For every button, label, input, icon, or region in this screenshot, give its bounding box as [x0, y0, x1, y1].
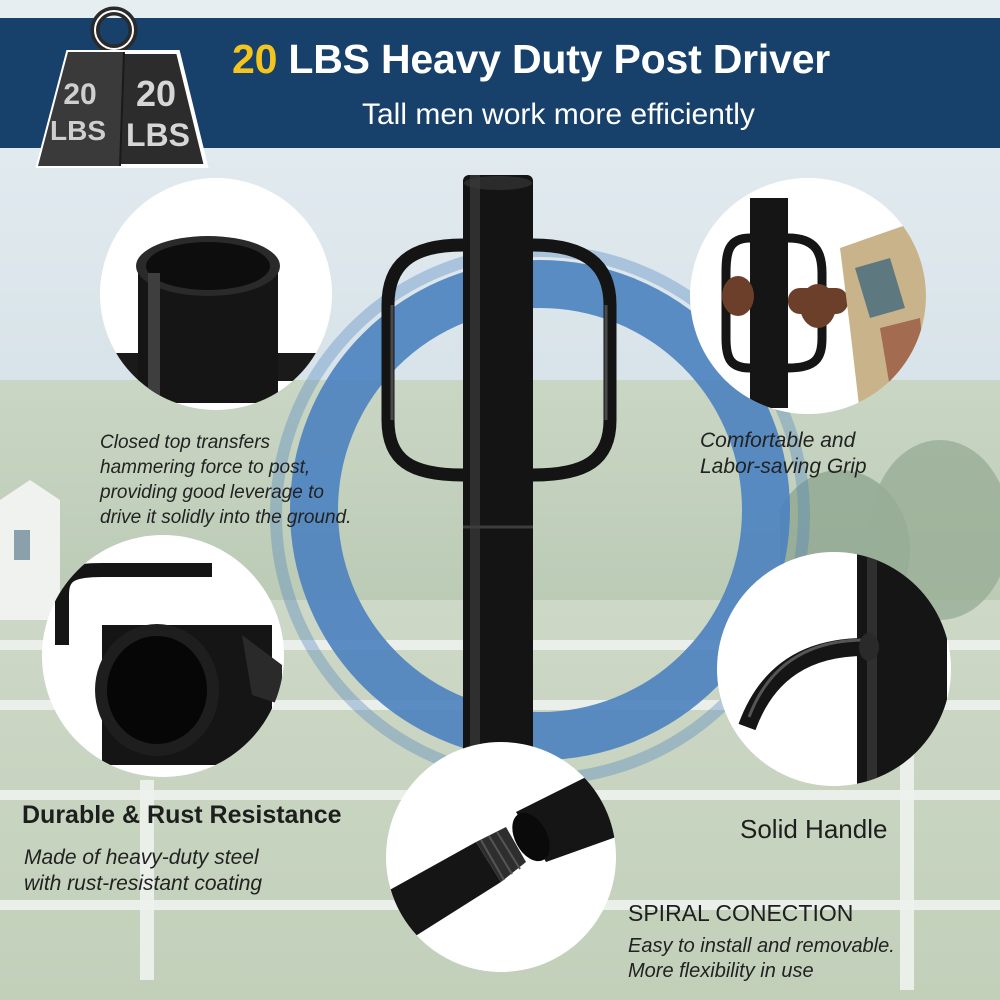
house [0, 480, 60, 620]
grip-caption: Comfortable and Labor-saving Grip [700, 428, 867, 480]
title-rest: LBS Heavy Duty Post Driver [277, 36, 831, 82]
caption-line: drive it solidly into the ground. [100, 507, 352, 528]
caption-line: Closed top transfers [100, 432, 271, 453]
closed-top-caption: Closed top transfers hammering force to … [100, 430, 351, 530]
spiral-image [386, 762, 616, 942]
handle-circle [717, 552, 951, 786]
caption-line: Comfortable and [700, 429, 856, 452]
handle-heading: Solid Handle [740, 814, 888, 844]
caption-line: Easy to install and removable. [628, 935, 895, 957]
weight-right-bottom: LBS [126, 117, 190, 153]
weight-right-top: 20 [136, 73, 176, 114]
page-subtitle: Tall men work more efficiently [362, 98, 755, 131]
weight-left-top: 20 [63, 78, 96, 111]
spiral-circle [386, 742, 616, 972]
grip-image [721, 198, 926, 414]
weight-left-bottom: LBS [50, 115, 106, 146]
durable-heading: Durable & Rust Resistance [22, 801, 342, 829]
grip-circle [690, 178, 926, 414]
durable-image [55, 563, 282, 765]
title-accent: 20 [232, 36, 278, 82]
post-driver-image [381, 175, 617, 815]
caption-line: Made of heavy-duty steel [24, 846, 259, 869]
spiral-caption: Easy to install and removable. More flex… [628, 934, 895, 984]
spiral-heading: SPIRAL CONECTION [628, 900, 854, 926]
handle-image [738, 552, 947, 786]
durable-circle [42, 535, 284, 777]
durable-caption: Made of heavy-duty steel with rust-resis… [24, 845, 262, 897]
fence-post [140, 780, 154, 980]
weight-icon: 20 LBS 20 LBS [35, 6, 209, 168]
caption-line: hammering force to post, [100, 457, 311, 478]
closed-top-circle [100, 178, 332, 410]
caption-line: Labor-saving Grip [700, 455, 867, 478]
caption-line: providing good leverage to [100, 482, 324, 503]
page-title: 20 LBS Heavy Duty Post Driver [232, 36, 972, 83]
caption-line: More flexibility in use [628, 960, 814, 982]
closed-top-image [100, 236, 332, 403]
caption-line: with rust-resistant coating [24, 872, 263, 895]
